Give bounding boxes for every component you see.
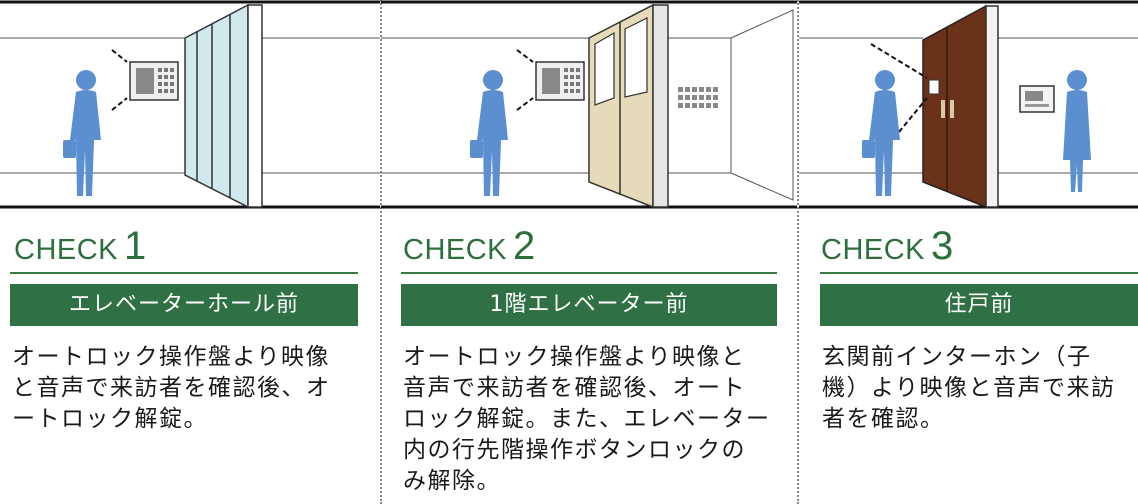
illustration-elevator-hall	[0, 0, 380, 210]
check-word: CHECK	[403, 234, 508, 266]
visitor-figure-icon	[63, 70, 101, 196]
intercom-panel-icon	[535, 61, 585, 101]
description-line: ロック解錠。また、エレベーター	[403, 406, 771, 432]
description-line: 者を確認。	[822, 406, 945, 432]
intercom-panel-icon	[129, 61, 179, 101]
heading-rule	[820, 272, 1138, 274]
panel-divider-1	[380, 0, 382, 504]
panel-divider-2	[797, 0, 799, 504]
location-banner-1: エレベーターホール前	[10, 284, 358, 326]
description-line: 玄関前インターホン（子	[822, 344, 1092, 370]
heading-rule	[10, 272, 358, 274]
description-line: 機）より映像と音声で来訪	[822, 375, 1116, 401]
check-word: CHECK	[14, 234, 119, 266]
visitor-figure-icon	[470, 70, 508, 196]
check-number: 2	[513, 224, 536, 268]
check-number: 3	[931, 224, 954, 268]
check-number: 1	[124, 224, 147, 268]
illustration-unit-entrance	[799, 0, 1138, 210]
check-word: CHECK	[821, 234, 926, 266]
location-banner-2: 1階エレベーター前	[401, 284, 777, 326]
illustration-first-floor-elevator	[381, 0, 797, 210]
speaker-grille-icon	[678, 87, 718, 108]
visitor-figure-icon	[862, 70, 900, 196]
description-line: オートロック操作盤より映像	[12, 344, 331, 370]
description-2: オートロック操作盤より映像と 音声で来訪者を確認後、オート ロック解錠。また、エ…	[403, 342, 771, 497]
heading-rule	[401, 272, 777, 274]
description-line: オートロック操作盤より映像と	[403, 344, 746, 370]
description-line: ートロック解錠。	[12, 406, 208, 432]
description-line: 内の行先階操作ボタンロックの	[403, 437, 746, 463]
description-line: と音声で来訪者を確認後、オ	[12, 375, 331, 401]
description-line: み解除。	[403, 468, 501, 494]
description-1: オートロック操作盤より映像 と音声で来訪者を確認後、オ ートロック解錠。	[12, 342, 331, 435]
description-line: 音声で来訪者を確認後、オート	[403, 375, 746, 401]
location-banner-3: 住戸前	[820, 284, 1138, 326]
description-3: 玄関前インターホン（子 機）より映像と音声で来訪 者を確認。	[822, 342, 1116, 435]
indoor-intercom-icon	[1019, 85, 1055, 113]
resident-figure-icon	[1063, 70, 1091, 192]
